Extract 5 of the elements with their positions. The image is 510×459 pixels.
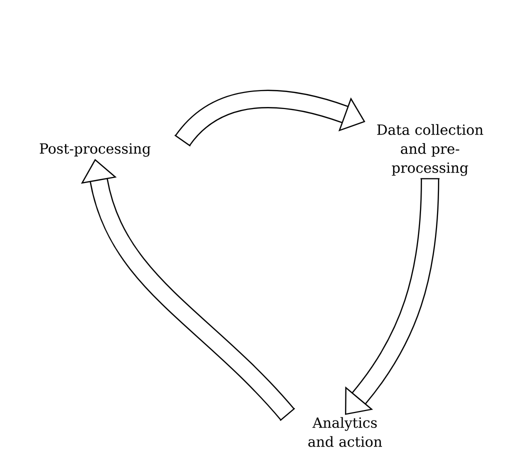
step-label: Analytics and action <box>308 417 382 447</box>
block-arrow <box>174 90 366 147</box>
step-label: Post-processing <box>40 143 151 157</box>
step-label: Data collection and pre-processing <box>377 124 484 176</box>
block-arrow <box>345 178 440 415</box>
